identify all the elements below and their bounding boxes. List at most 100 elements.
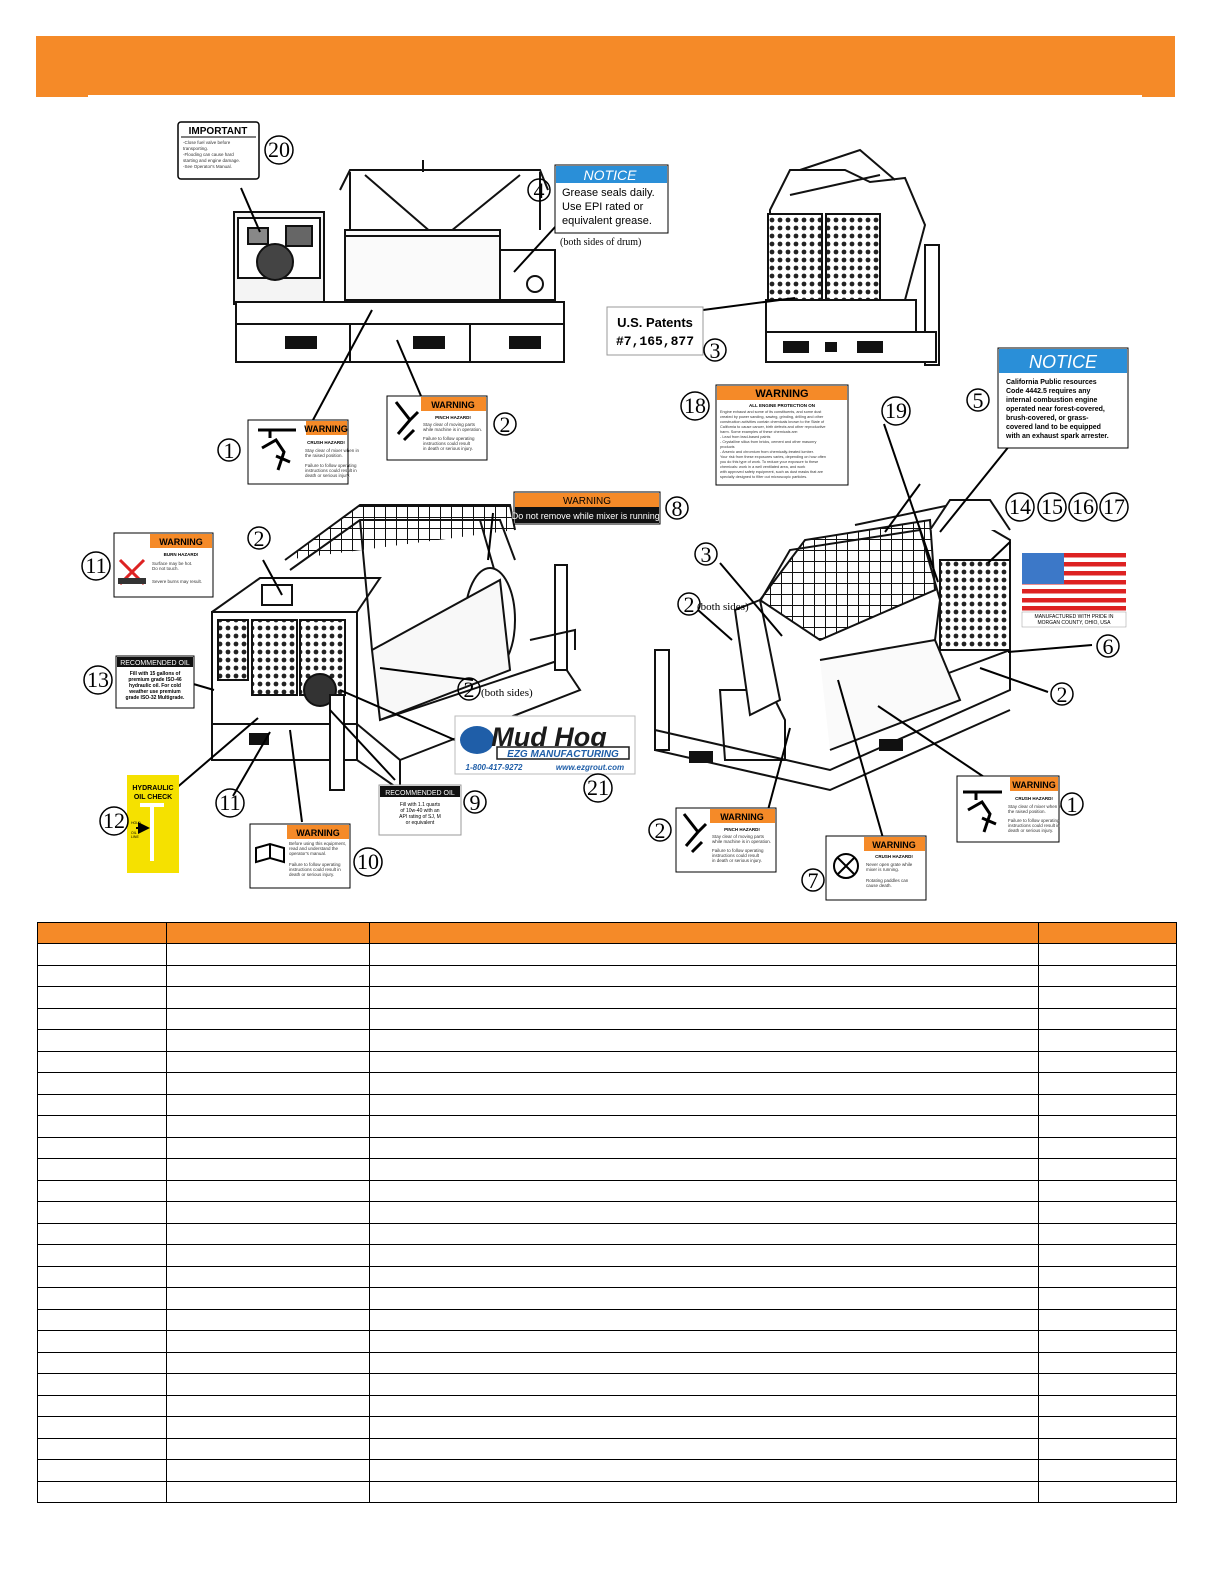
table-cell <box>37 986 167 1009</box>
oil-9-line: API rating of SJ, M <box>399 814 441 820</box>
patents-line2: #7,165,877 <box>616 334 694 349</box>
table-cell <box>166 943 370 966</box>
crush-7-heading: CRUSH HAZARD! <box>875 854 913 859</box>
crush-7-line: Never open grate while <box>866 862 913 867</box>
pinch-line: in death or serious injury. <box>712 858 762 863</box>
hydraulic-title2: OIL CHECK <box>134 794 172 801</box>
table-cell <box>37 1029 167 1052</box>
table-row <box>37 1351 1177 1374</box>
table-cell <box>166 1394 370 1417</box>
california-line: Code 4442.5 requires any <box>1006 388 1091 395</box>
oil-9-line: of 10w-40 with an <box>400 808 439 814</box>
leader-lines <box>173 187 1093 839</box>
table-cell <box>369 1115 1039 1138</box>
recommended-oil-9-decal: RECOMMENDED OIL Fill with 1.1 quarts of … <box>378 784 462 836</box>
callout-21: 21 <box>587 775 609 800</box>
callout-2: 2 <box>464 677 475 702</box>
table-header-row <box>37 922 1177 944</box>
burn-line: Severe burns may result. <box>152 579 202 584</box>
table-cell <box>166 1373 370 1396</box>
both-sides-label: (both sides) <box>481 687 533 699</box>
mixer-side-view <box>765 148 940 366</box>
important-line: -Close fuel valve before <box>183 140 231 145</box>
warning-title: WARNING <box>872 840 916 850</box>
crush-7-line: cause death. <box>866 883 892 888</box>
table-row <box>37 943 1177 966</box>
table-cell <box>166 964 370 987</box>
table-cell <box>1038 1480 1177 1503</box>
hydraulic-arrow-line: OIL <box>131 831 137 835</box>
table-cell <box>1038 1265 1177 1288</box>
table-row <box>37 1244 1177 1267</box>
table-cell <box>369 1029 1039 1052</box>
table-row <box>37 1480 1177 1503</box>
table-row <box>37 1265 1177 1288</box>
table-cell <box>166 1029 370 1052</box>
callout-20: 20 <box>268 137 290 162</box>
table-cell <box>166 1136 370 1159</box>
callout-2: 2 <box>684 592 695 617</box>
table-row <box>37 1179 1177 1202</box>
table-cell <box>166 1115 370 1138</box>
decal-locations-diagram: IMPORTANT -Close fuel valve before trans… <box>81 121 1129 901</box>
warning-decal-crush-2: WARNING CRUSH HAZARD! Stay clear of mixe… <box>956 775 1063 843</box>
table-cell <box>1038 986 1177 1009</box>
table-row <box>37 1459 1177 1482</box>
pinch-line: in death or serious injury. <box>423 446 473 451</box>
pinch-line: instructions could result <box>712 853 760 858</box>
warning-decal-7: WARNING CRUSH HAZARD! Never open grate w… <box>825 835 927 901</box>
oil-13-line: hydraulic oil. For cold <box>129 683 181 689</box>
callout-9: 9 <box>470 790 481 815</box>
callout-1: 1 <box>1067 792 1078 817</box>
crush-line: the raised position. <box>305 453 343 458</box>
manual-line: instructions could result in <box>289 867 341 872</box>
table-cell <box>37 1265 167 1288</box>
table-cell <box>37 1416 167 1439</box>
callout-numbers: 20 4 3 1 2 18 19 5 14 15 16 17 8 2 11 3 … <box>81 135 1129 893</box>
table-body <box>37 943 1177 1503</box>
table-cell <box>37 1287 167 1310</box>
table-header-cell <box>166 922 370 944</box>
callout-12: 12 <box>103 808 125 833</box>
table-cell <box>166 1287 370 1310</box>
callout-2: 2 <box>500 412 511 437</box>
warning-decal-pinch-2: WARNING PINCH HAZARD! Stay clear of movi… <box>675 807 777 873</box>
california-line: covered land to be equipped <box>1006 424 1101 431</box>
table-cell <box>37 1007 167 1030</box>
table-cell <box>166 986 370 1009</box>
table-cell <box>1038 1351 1177 1374</box>
hydraulic-oil-check-decal: HYDRAULIC OIL CHECK HOLD OIL LINE <box>127 775 179 873</box>
table-cell <box>1038 1287 1177 1310</box>
header-divider <box>88 95 1142 97</box>
table-cell <box>1038 1050 1177 1073</box>
warning-decal-8: WARNING Do not remove while mixer is run… <box>512 491 662 525</box>
header-bar <box>36 36 1175 97</box>
california-line: with an exhaust spark arrester. <box>1005 433 1109 440</box>
table-cell <box>37 1201 167 1224</box>
warning-decal-18: WARNING ALL ENGINE PROTECTION ON Engine … <box>715 384 849 486</box>
crush-heading: CRUSH HAZARD! <box>1015 796 1053 801</box>
table-cell <box>166 1158 370 1181</box>
notice-grease-decal: NOTICE Grease seals daily. Use EPI rated… <box>554 164 669 248</box>
table-cell <box>166 1416 370 1439</box>
table-cell <box>1038 1437 1177 1460</box>
table-cell <box>37 1244 167 1267</box>
callout-4: 4 <box>534 178 545 203</box>
table-cell <box>37 1308 167 1331</box>
table-cell <box>369 1351 1039 1374</box>
table-row <box>37 1330 1177 1353</box>
warning-title: WARNING <box>755 388 808 400</box>
table-cell <box>369 1416 1039 1439</box>
pinch-line: while machine is in operation. <box>712 839 771 844</box>
hydraulic-arrow-line: HOLD <box>131 821 141 825</box>
pinch-heading: PINCH HAZARD! <box>435 415 471 420</box>
table-row <box>37 1007 1177 1030</box>
callout-11: 11 <box>219 790 240 815</box>
oil-title: RECOMMENDED OIL <box>385 790 455 797</box>
manual-line: Failure to follow operating <box>289 862 341 867</box>
table-header-cell <box>369 922 1039 944</box>
crush-heading: CRUSH HAZARD! <box>307 440 345 445</box>
oil-title: RECOMMENDED OIL <box>120 660 190 667</box>
callout-11: 11 <box>85 553 106 578</box>
pinch-line: Failure to follow operating <box>712 848 764 853</box>
